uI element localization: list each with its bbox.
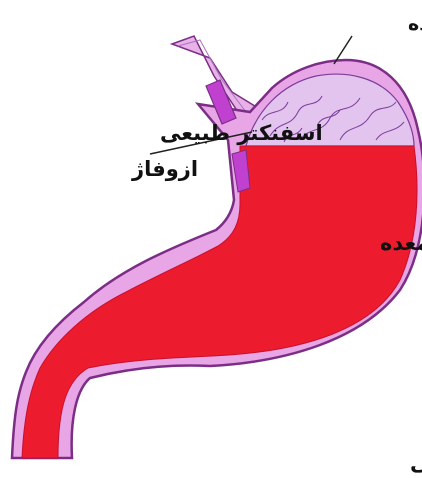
sphincter-label-line1: اسفنکتر طبیعی	[160, 121, 323, 145]
sphincter-label-line2: ازوفاژ	[131, 157, 198, 181]
caption-label: معده طبیعی	[410, 451, 422, 475]
stomach-label: معده	[408, 13, 422, 35]
stomach-acid-label: اسید معده	[380, 231, 422, 255]
stomach-acid	[22, 146, 417, 458]
